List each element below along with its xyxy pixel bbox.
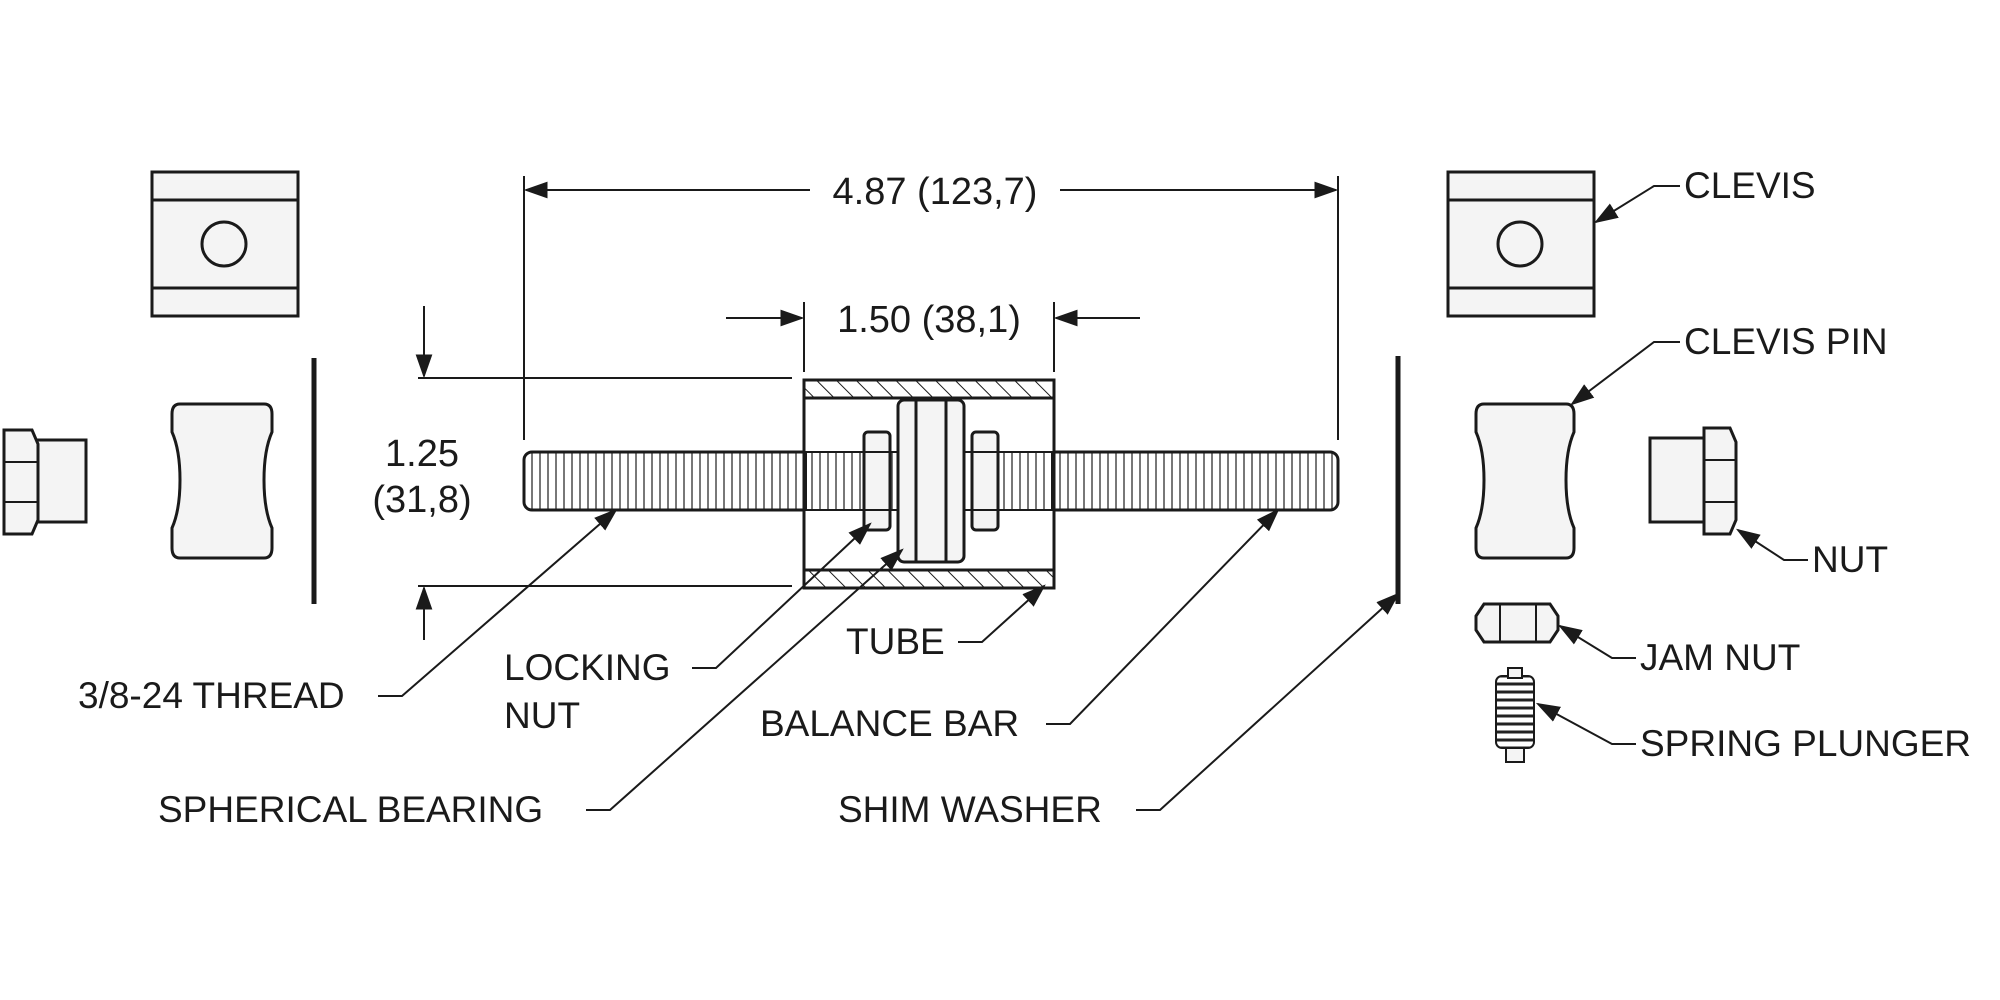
spherical-bearing-label: SPHERICAL BEARING xyxy=(158,789,543,830)
spherical-bearing xyxy=(896,398,966,564)
jam-nut-callout: JAM NUT xyxy=(1557,624,1800,678)
locking-nut-right xyxy=(970,430,1000,532)
clevis-callout: CLEVIS xyxy=(1593,165,1816,224)
balance-bar-callout: BALANCE BAR xyxy=(760,508,1280,744)
clevis-pin-callout: CLEVIS PIN xyxy=(1570,321,1888,406)
shim-washer-callout: SHIM WASHER xyxy=(838,592,1400,830)
spring-plunger-label: SPRING PLUNGER xyxy=(1640,723,1971,764)
tube-diameter-mm-label: (31,8) xyxy=(372,479,471,521)
tube-length-label: 1.50 (38,1) xyxy=(837,299,1021,341)
tube-diameter-inch-label: 1.25 xyxy=(385,433,459,475)
left-clevis-pin xyxy=(170,402,274,560)
tube-label: TUBE xyxy=(846,621,945,662)
tube-callout: TUBE xyxy=(846,584,1046,662)
locking-nut-left xyxy=(862,430,892,532)
tube-length-dimension: 1.50 (38,1) xyxy=(726,299,1140,372)
spring-plunger xyxy=(1495,667,1535,763)
left-nut xyxy=(2,428,88,536)
locking-nut-callout: LOCKING NUT xyxy=(504,522,872,736)
jam-nut-label: JAM NUT xyxy=(1640,637,1800,678)
right-nut xyxy=(1648,426,1738,536)
overall-length-dimension: 4.87 (123,7) xyxy=(523,171,1339,440)
left-clevis xyxy=(150,170,300,318)
spring-plunger-callout: SPRING PLUNGER xyxy=(1535,702,1971,764)
thread-label: 3/8-24 THREAD xyxy=(78,675,345,716)
thread-callout: 3/8-24 THREAD xyxy=(78,508,618,716)
tube-diameter-dimension: 1.25 (31,8) xyxy=(372,306,792,640)
nut-callout: NUT xyxy=(1735,528,1888,580)
right-clevis xyxy=(1446,170,1596,318)
clevis-pin-label: CLEVIS PIN xyxy=(1684,321,1888,362)
overall-length-label: 4.87 (123,7) xyxy=(833,171,1038,213)
locking-nut-label-line2: NUT xyxy=(504,695,580,736)
jam-nut xyxy=(1474,602,1560,644)
spherical-bearing-callout: SPHERICAL BEARING xyxy=(158,548,904,830)
clevis-label: CLEVIS xyxy=(1684,165,1816,206)
locking-nut-label-line1: LOCKING xyxy=(504,647,671,688)
nut-label: NUT xyxy=(1812,539,1888,580)
right-clevis-pin xyxy=(1474,402,1576,560)
balance-bar-label: BALANCE BAR xyxy=(760,703,1019,744)
shim-washer-label: SHIM WASHER xyxy=(838,789,1102,830)
